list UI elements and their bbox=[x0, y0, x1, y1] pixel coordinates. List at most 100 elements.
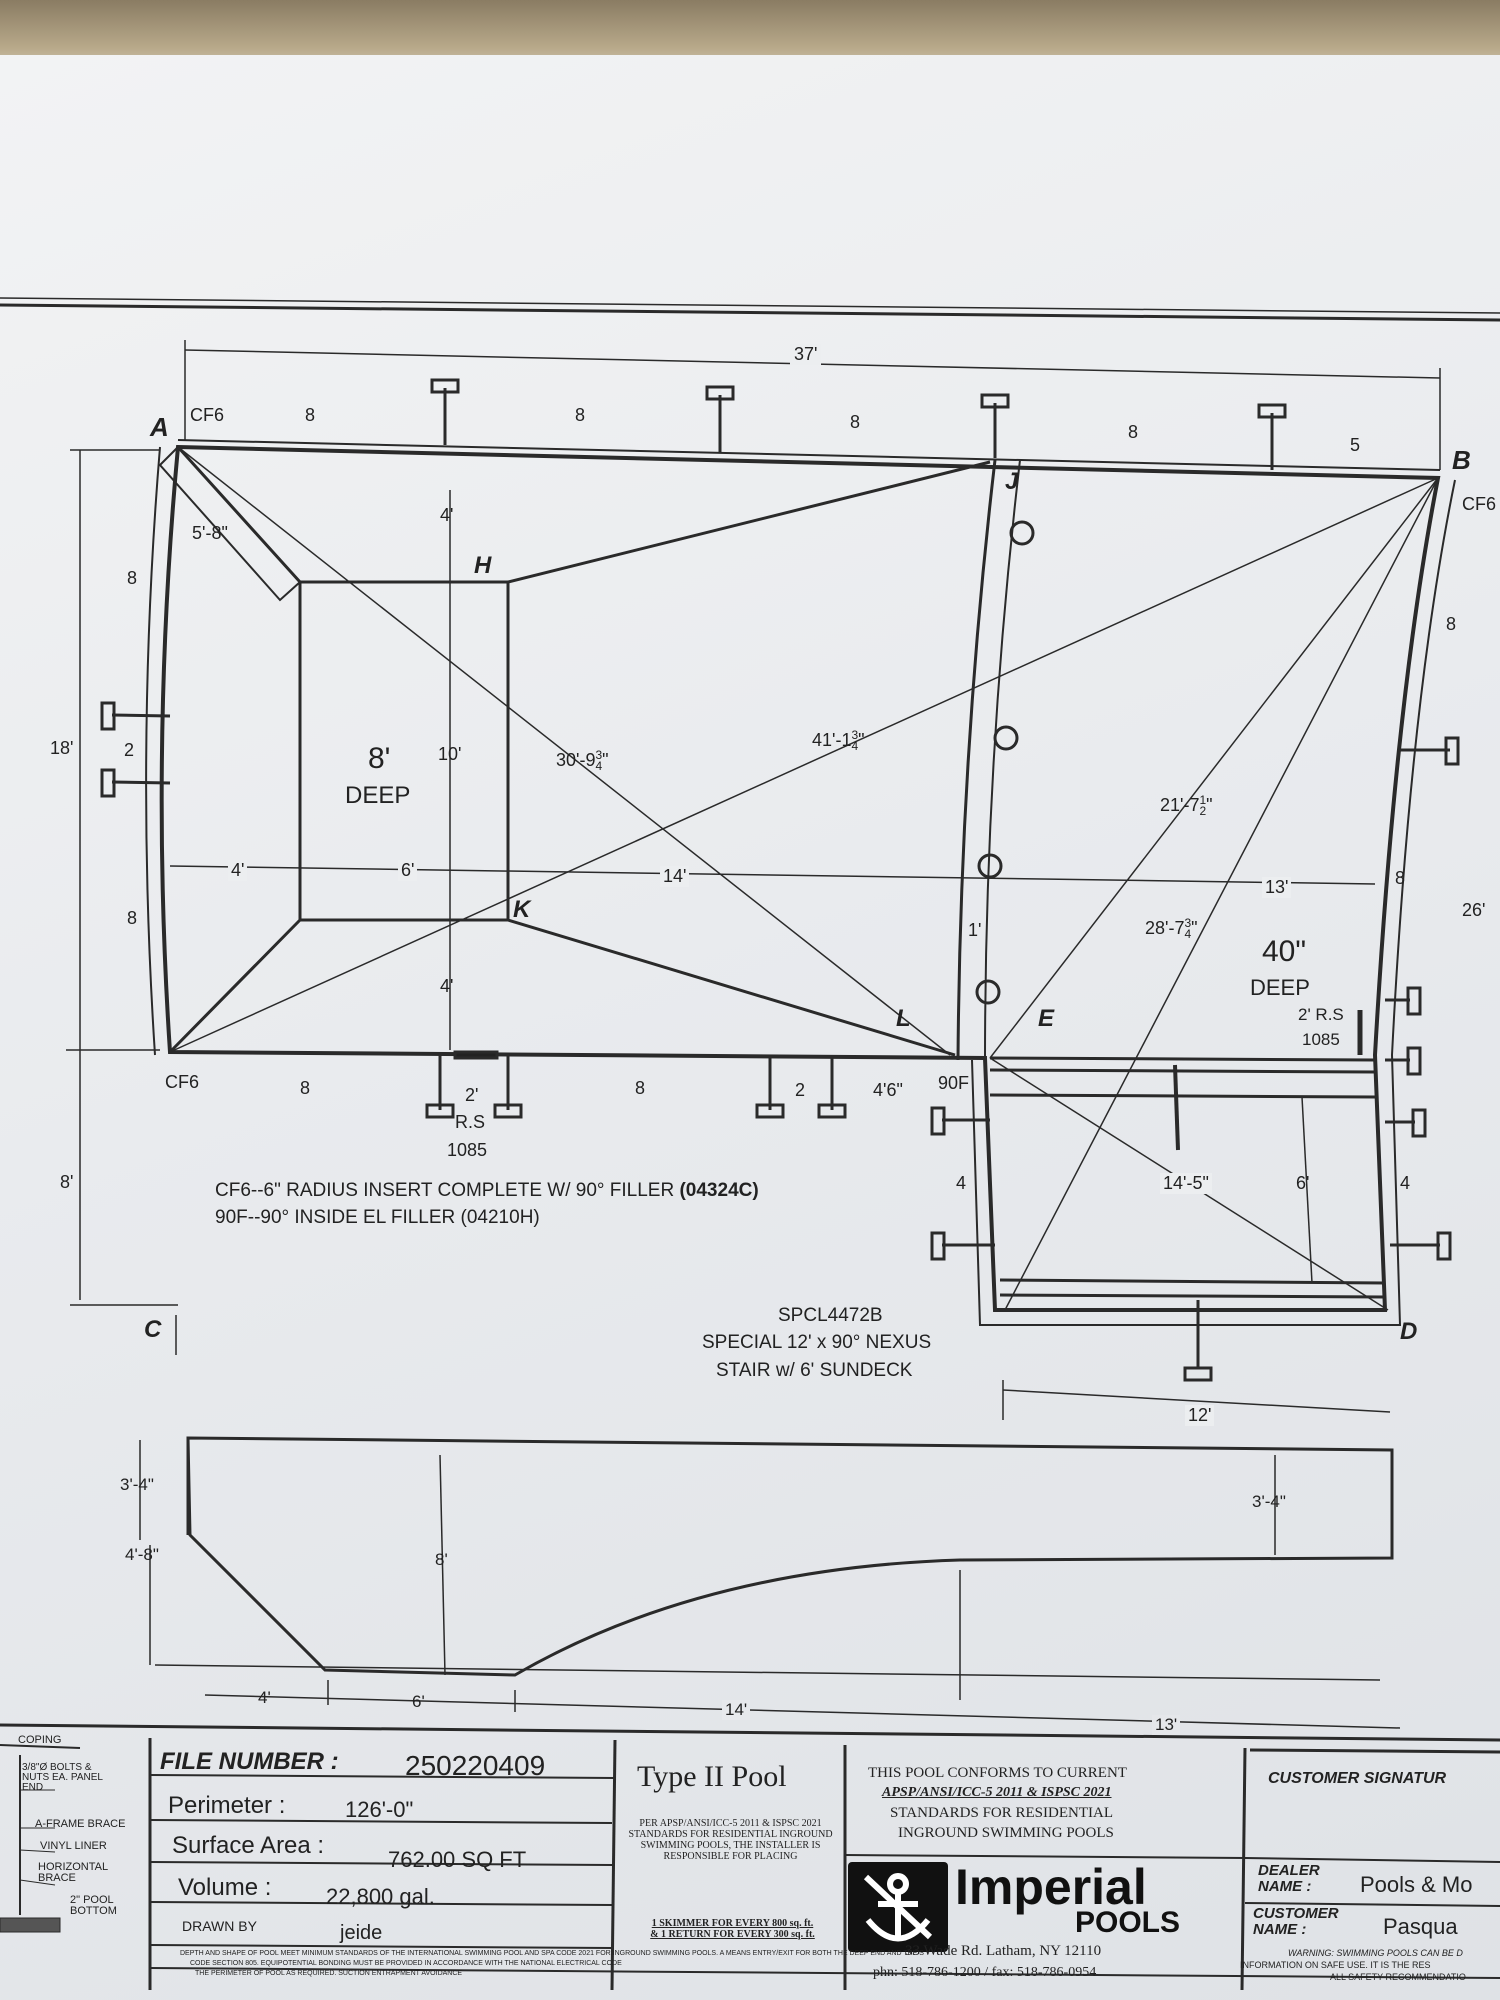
conforms-3: STANDARDS FOR RESIDENTIAL bbox=[890, 1805, 1113, 1821]
dim-13: 13' bbox=[1262, 877, 1292, 898]
phone: phn: 518-786-1200 / fax: 518-786-0954 bbox=[873, 1965, 1097, 1980]
brand-sub: POOLS bbox=[1075, 1906, 1181, 1939]
surface-area-value: 762.00 SQ FT bbox=[388, 1847, 527, 1872]
legend-vinyl: VINYL LINER bbox=[40, 1840, 107, 1852]
corner-label-a: A bbox=[150, 412, 169, 442]
bottom-seg-3: 2 bbox=[795, 1080, 806, 1100]
brand-name: Imperial bbox=[955, 1859, 1147, 1915]
file-number-label: FILE NUMBER : bbox=[160, 1748, 339, 1775]
fine-print-3: THE PERIMETER OF POOL AS REQUIRED. SUCTI… bbox=[195, 1970, 463, 1977]
profile-shallow-left: 3'-4" bbox=[120, 1475, 154, 1494]
deep-end-depth: 8' bbox=[368, 742, 391, 775]
legend-horizontal: HORIZONTAL BRACE bbox=[38, 1861, 108, 1884]
top-seg-2: 8 bbox=[575, 405, 586, 425]
corner-label-b: B bbox=[1452, 445, 1471, 475]
imperial-logo-mark bbox=[848, 1862, 948, 1952]
profile-shallow-right: 3'-4" bbox=[1252, 1492, 1286, 1511]
left-seg-2: 2 bbox=[124, 740, 135, 760]
top-seg-1: 8 bbox=[305, 405, 316, 425]
dealer-name: Pools & Mo bbox=[1360, 1872, 1473, 1897]
rs-right-code: 1085 bbox=[1302, 1030, 1340, 1049]
profile-seg-13: 13' bbox=[1152, 1715, 1181, 1735]
corner-label-c: C bbox=[144, 1316, 162, 1343]
note-line-2: 90F--90° INSIDE EL FILLER (04210H) bbox=[215, 1207, 540, 1228]
cf6-label-b: CF6 bbox=[1462, 494, 1497, 514]
corner-label-e: E bbox=[1038, 1005, 1055, 1032]
fine-print-1: DEPTH AND SHAPE OF POOL MEET MINIMUM STA… bbox=[180, 1950, 924, 1957]
drawn-by-label: DRAWN BY bbox=[182, 1918, 257, 1934]
corner-label-k: K bbox=[513, 896, 531, 923]
profile-slope-left: 4'-8" bbox=[125, 1545, 159, 1564]
stair-side-left: 4 bbox=[956, 1173, 967, 1193]
left-seg-3: 8 bbox=[127, 908, 138, 928]
corner-label-d: D bbox=[1400, 1318, 1418, 1345]
conforms-1: THIS POOL CONFORMS TO CURRENT bbox=[868, 1765, 1127, 1781]
customer-signature-label: CUSTOMER SIGNATUR bbox=[1268, 1770, 1447, 1787]
stair-side-right: 4 bbox=[1400, 1173, 1411, 1193]
rs-bottom-size: 2' bbox=[465, 1085, 479, 1105]
profile-deep: 8' bbox=[435, 1550, 448, 1569]
rs-bottom-code: 1085 bbox=[447, 1140, 488, 1160]
perimeter-value: 126'-0" bbox=[345, 1797, 414, 1822]
warning-2: INFORMATION ON SAFE USE. IT IS THE RES bbox=[1240, 1960, 1431, 1970]
top-seg-3: 8 bbox=[850, 412, 861, 432]
corner-label-h: H bbox=[474, 552, 492, 579]
surface-area-label: Surface Area : bbox=[172, 1832, 325, 1859]
fine-print-2: CODE SECTION 805. EQUIPOTENTIAL BONDING … bbox=[190, 1960, 622, 1967]
dim-4-bottom: 4' bbox=[440, 976, 454, 996]
shallow-end-depth: 40" bbox=[1262, 935, 1307, 968]
right-seg-1: 8 bbox=[1446, 614, 1457, 634]
dim-26: 26' bbox=[1462, 900, 1486, 920]
stair-code: SPCL4472B bbox=[778, 1305, 883, 1326]
stair-diagonal: 14'-5" bbox=[1160, 1173, 1212, 1194]
stair-width: 12' bbox=[1185, 1405, 1215, 1426]
drawn-by-value: jeide bbox=[340, 1922, 383, 1944]
left-dim-8: 8' bbox=[60, 1172, 74, 1192]
stair-inner: 6' bbox=[1296, 1173, 1310, 1193]
note-line-1: CF6--6" RADIUS INSERT COMPLETE W/ 90° FI… bbox=[215, 1180, 759, 1201]
pool-type: Type II Pool bbox=[637, 1760, 787, 1793]
volume-label: Volume : bbox=[178, 1874, 272, 1901]
drawing-sheet bbox=[0, 55, 1500, 2000]
conforms-2: APSP/ANSI/ICC-5 2011 & ISPSC 2021 bbox=[882, 1785, 1112, 1800]
dim-4-left: 4' bbox=[228, 860, 248, 881]
rs-right-size: 2' R.S bbox=[1298, 1005, 1344, 1024]
dealer-label: DEALER NAME : bbox=[1258, 1862, 1320, 1895]
bottom-seg-2: 8 bbox=[635, 1078, 646, 1098]
deep-end-label: DEEP bbox=[345, 782, 411, 809]
legend-coping: COPING bbox=[18, 1734, 62, 1746]
corner-cut-dim: 5'-8" bbox=[192, 523, 228, 543]
shallow-end-label: DEEP bbox=[1250, 975, 1310, 1000]
top-seg-5: 5 bbox=[1350, 435, 1361, 455]
volume-value: 22,800 gal. bbox=[326, 1884, 435, 1909]
anchor-icon bbox=[863, 1873, 933, 1942]
perimeter-label: Perimeter : bbox=[168, 1792, 286, 1819]
bottom-seg-1: 8 bbox=[300, 1078, 311, 1098]
profile-seg-14: 14' bbox=[722, 1700, 751, 1720]
conforms-4: INGROUND SWIMMING POOLS bbox=[898, 1825, 1114, 1841]
address: 33 Wade Rd. Latham, NY 12110 bbox=[905, 1943, 1102, 1959]
legend-pool-bottom: 2" POOL BOTTOM bbox=[70, 1894, 117, 1917]
cf6-label-c: CF6 bbox=[165, 1072, 200, 1092]
overall-width: 18' bbox=[50, 738, 74, 758]
legend-bolts: 3/8"Ø BOLTS & NUTS EA. PANEL END bbox=[22, 1762, 103, 1793]
overall-length: 37' bbox=[790, 344, 822, 365]
rs-bottom-label: R.S bbox=[455, 1112, 486, 1132]
file-number: 250220409 bbox=[405, 1750, 546, 1781]
profile-seg-4: 4' bbox=[258, 1688, 271, 1707]
right-seg-2: 8 bbox=[1395, 868, 1406, 888]
skimmer-note: 1 SKIMMER FOR EVERY 800 sq. ft. & 1 RETU… bbox=[650, 1918, 815, 1940]
warning-1: WARNING: SWIMMING POOLS CAN BE D bbox=[1288, 1948, 1463, 1958]
deep-width: 10' bbox=[438, 744, 462, 764]
label-90f: 90F bbox=[938, 1073, 970, 1093]
corner-label-l: L bbox=[896, 1005, 911, 1032]
top-seg-4: 8 bbox=[1128, 422, 1139, 442]
left-seg-1: 8 bbox=[127, 568, 138, 588]
profile-seg-6: 6' bbox=[412, 1692, 425, 1711]
